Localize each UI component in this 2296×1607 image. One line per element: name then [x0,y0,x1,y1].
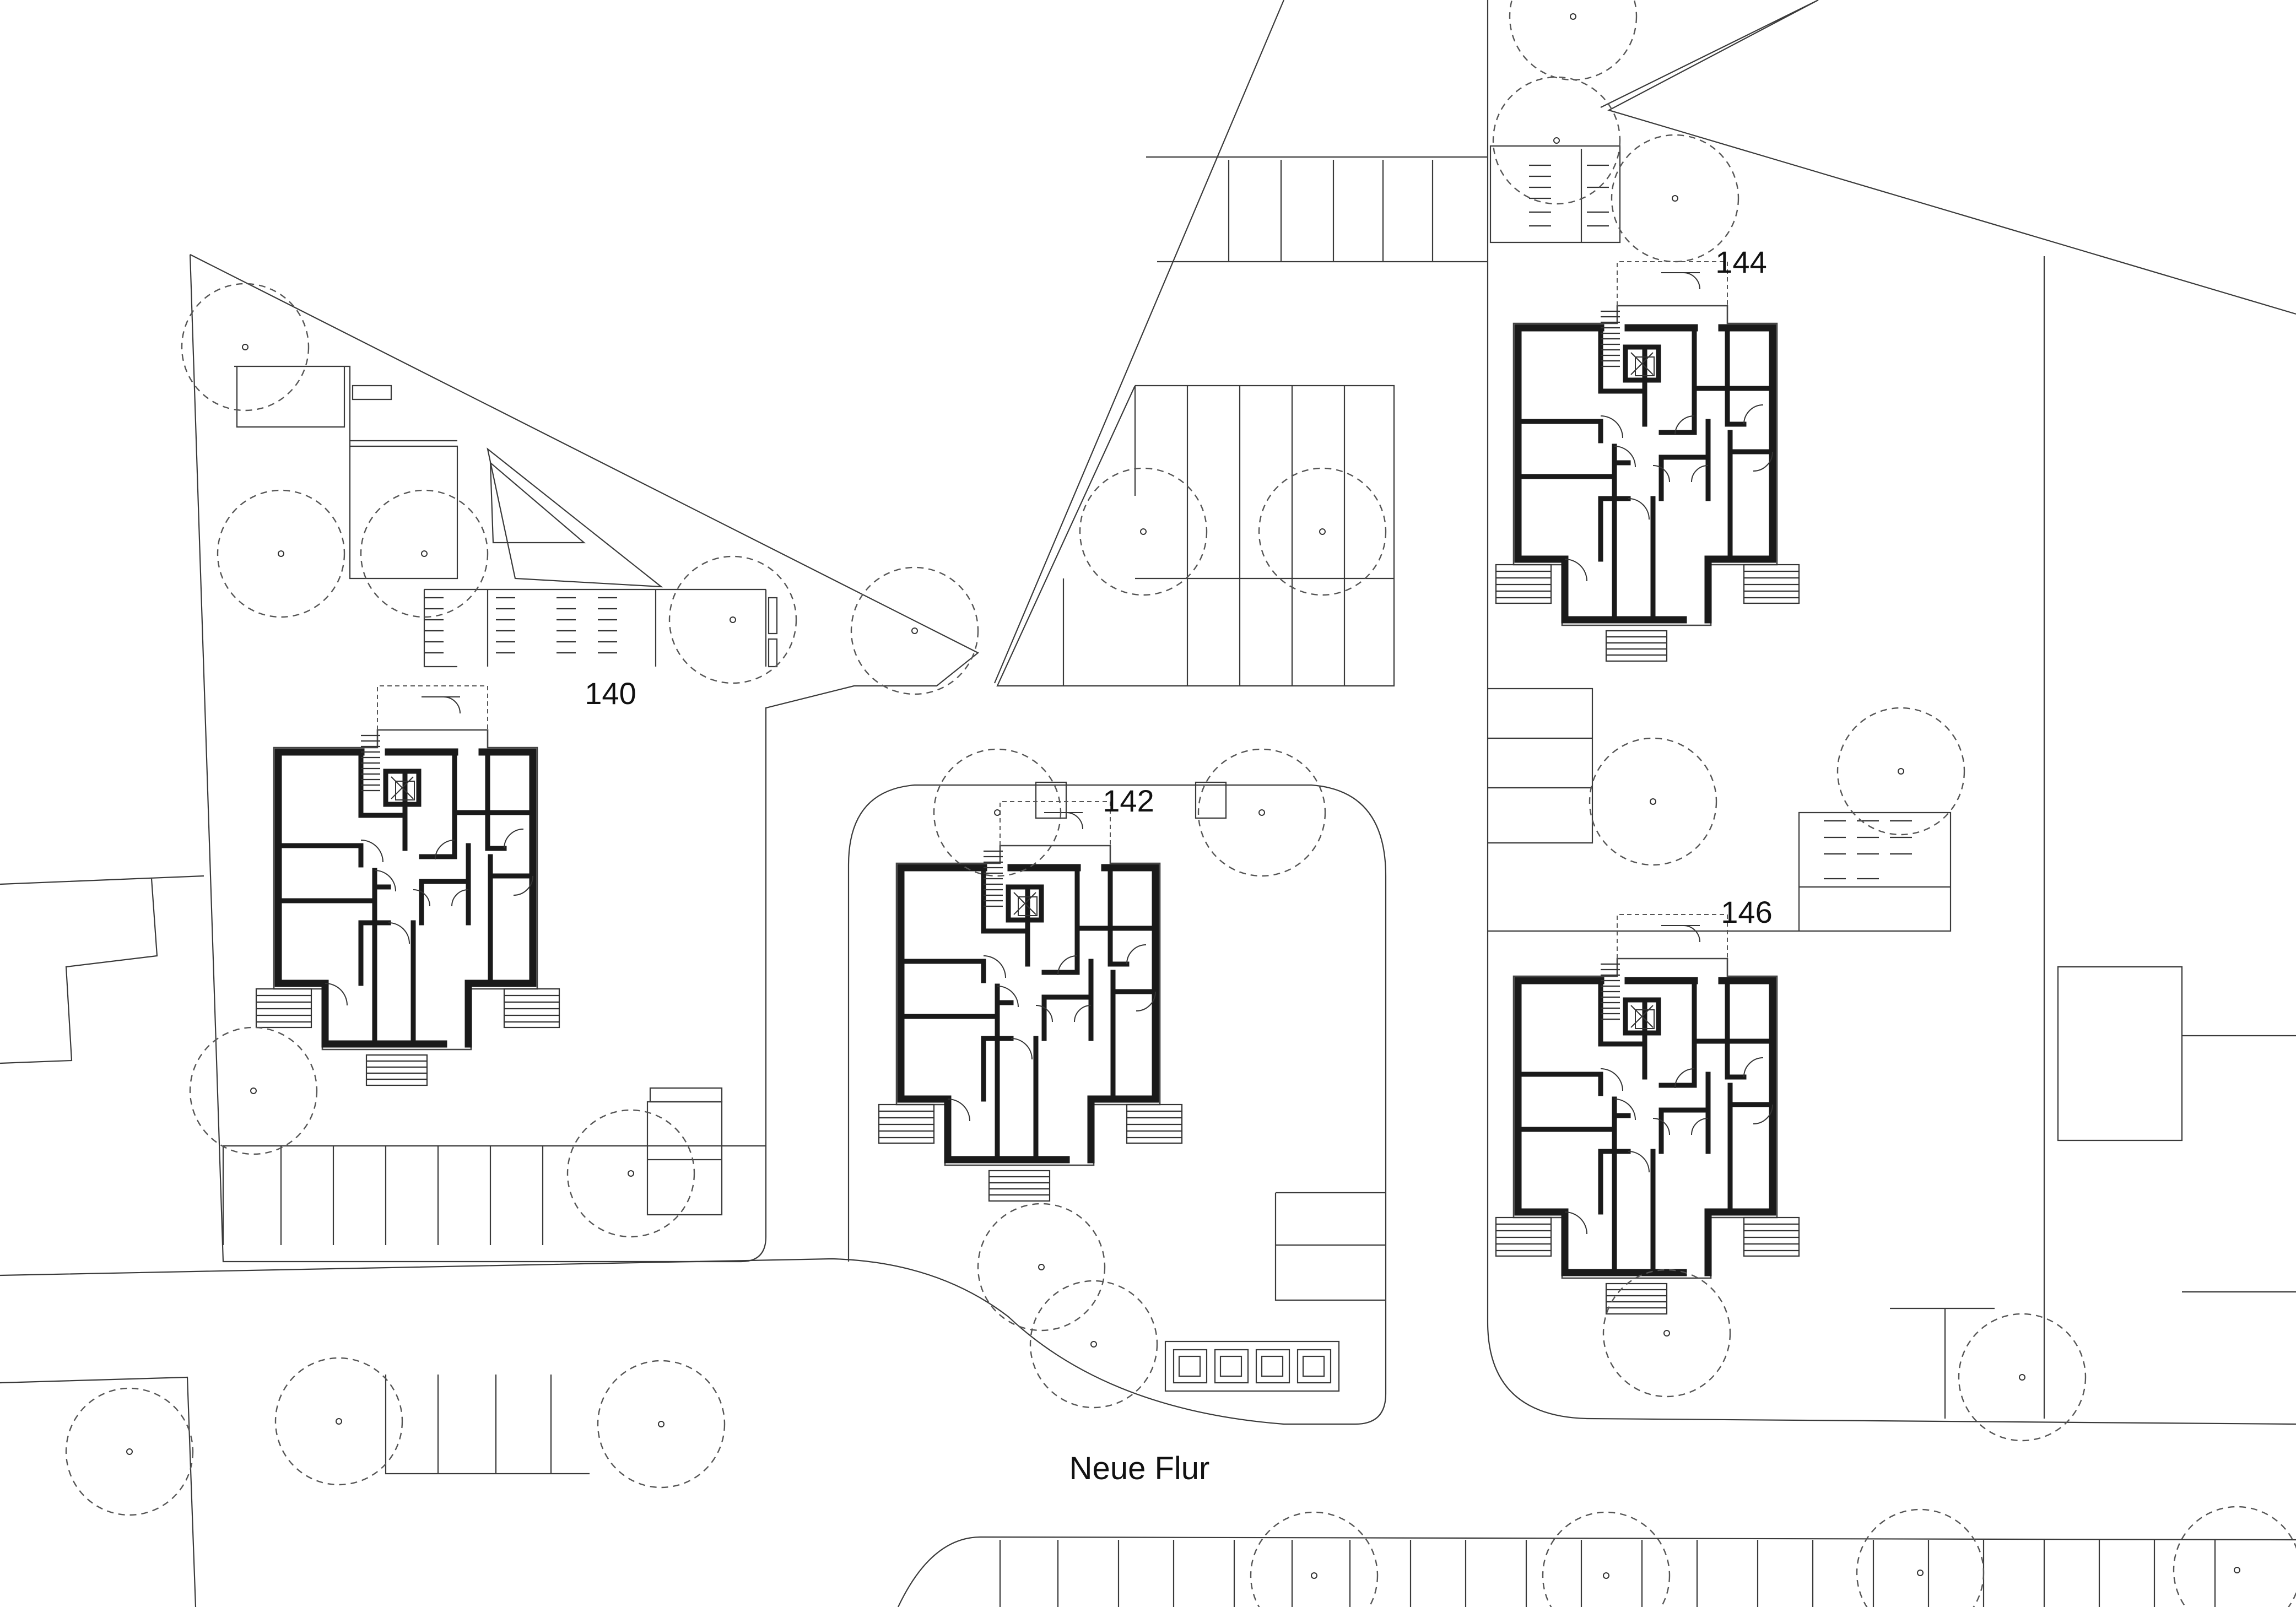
building-146-plan [1496,915,1799,1314]
building-142-plan [879,802,1182,1201]
street-name: Neue Flur [1069,1451,1210,1486]
outbuildings [234,145,1912,1392]
building-number-142: 142 [1103,783,1154,818]
building-number-144: 144 [1715,245,1766,279]
building-number-140: 140 [585,676,636,711]
building-144-plan [1496,262,1799,661]
building-number-146: 146 [1721,895,1772,929]
parking-spaces [222,160,2216,1607]
building-140-plan [256,686,559,1085]
